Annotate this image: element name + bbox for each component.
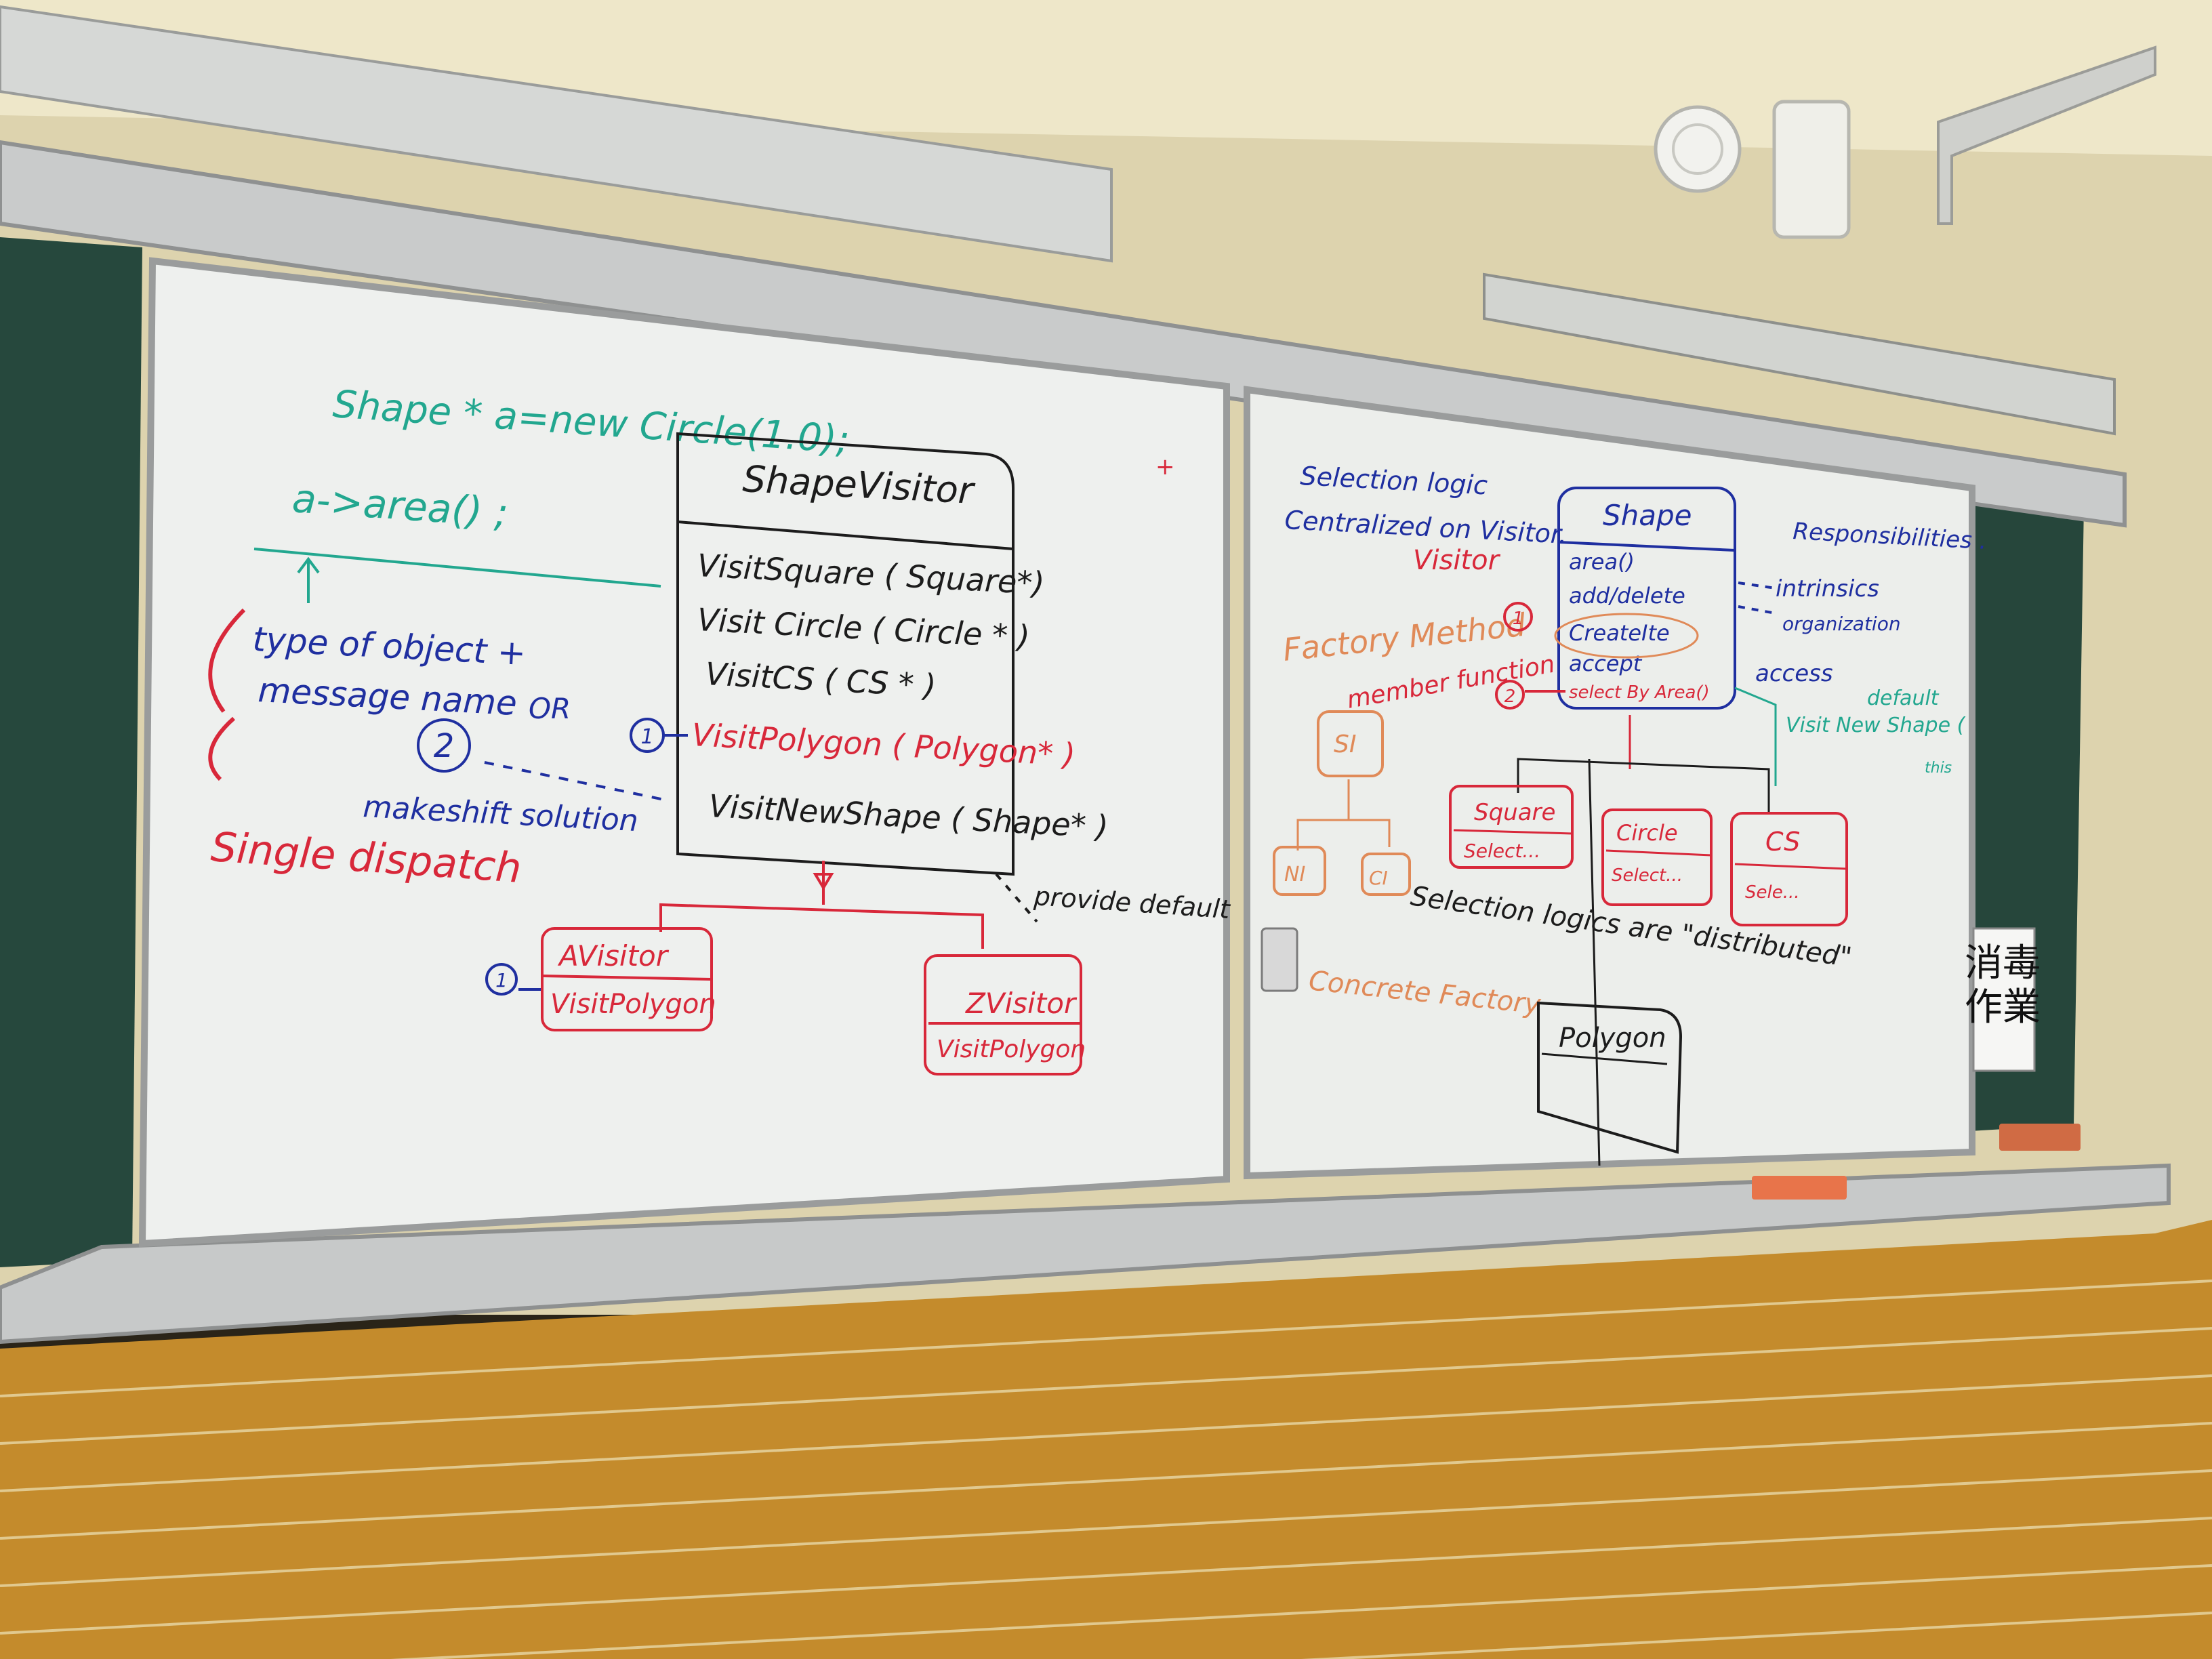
ci-box	[1361, 853, 1411, 896]
polygon-box	[1537, 1001, 1683, 1154]
svg-text:1: 1	[1513, 609, 1524, 629]
shape-method-select-by-area: select By Area()	[1569, 682, 1710, 703]
shape-visitor-box	[676, 432, 1015, 876]
circle-title: Circle	[1616, 820, 1678, 846]
zvisitor-method: VisitPolygon	[937, 1036, 1086, 1063]
poster	[1972, 927, 2036, 1072]
shape-method-add-delete: add/delete	[1569, 583, 1685, 609]
brick-mortar	[0, 1279, 2212, 1659]
sensor-box	[1772, 100, 1851, 239]
projector-mount	[1937, 45, 2156, 225]
svg-text:1: 1	[640, 725, 653, 749]
cs-title: CS	[1765, 827, 1800, 857]
whiteboard-right	[1244, 386, 1975, 1180]
visitor-label: Visitor	[1413, 545, 1501, 576]
shape-box	[1557, 487, 1736, 710]
si-label: SI	[1334, 731, 1356, 758]
circle-2	[1495, 680, 1525, 710]
circle-1b	[485, 963, 518, 996]
avisitor-title: AVisitor	[557, 939, 670, 972]
default: default	[1867, 687, 1940, 710]
circle-1a	[630, 718, 665, 753]
si-box	[1317, 710, 1384, 777]
svg-text:2: 2	[434, 727, 455, 765]
eraser-holder	[1261, 927, 1298, 992]
speaker	[1654, 105, 1742, 193]
circle-box	[1601, 808, 1713, 906]
circle-2	[417, 718, 471, 773]
note-or: OR	[529, 692, 571, 725]
poster-line1: 消毒	[1965, 941, 2041, 985]
intrinsics: intrinsics	[1776, 575, 1879, 602]
avisitor-method: VisitPolygon	[550, 989, 716, 1020]
organization: organization	[1782, 613, 1901, 635]
cs-method: Sele...	[1745, 882, 1800, 903]
red-paren-1	[208, 608, 246, 713]
access: access	[1755, 660, 1833, 687]
light-fixture-left	[0, 5, 1113, 263]
code-underline	[253, 548, 661, 588]
svg-text:1: 1	[495, 969, 508, 991]
brick-wall	[0, 1220, 2212, 1659]
eraser	[1752, 1176, 1847, 1200]
board-frame-top	[0, 140, 2127, 528]
red-paren-2	[208, 716, 235, 781]
ci-label: CI	[1369, 867, 1388, 889]
this: this	[1925, 760, 1952, 777]
poster-line2: 作業	[1965, 985, 2041, 1029]
circle-1	[1503, 602, 1533, 632]
zvisitor-box	[924, 954, 1082, 1076]
square-method: Select...	[1464, 840, 1540, 862]
zvisitor-title: ZVisitor	[965, 987, 1078, 1020]
light-fixture-right	[1483, 272, 2116, 436]
ni-box	[1273, 846, 1326, 896]
eraser	[1999, 1124, 2081, 1151]
circle-method: Select...	[1612, 865, 1683, 886]
svg-text:2: 2	[1504, 687, 1516, 707]
square-title: Square	[1474, 799, 1555, 826]
square-box	[1449, 785, 1574, 869]
shape-title: Shape	[1603, 499, 1692, 532]
ni-label: NI	[1284, 863, 1305, 886]
shape-method-accept: accept	[1569, 651, 1643, 676]
corner-mark: +	[1155, 453, 1175, 480]
polygon-title: Polygon	[1559, 1023, 1666, 1054]
cs-box	[1730, 812, 1848, 926]
whiteboard-left	[138, 257, 1230, 1248]
chalkboard-left	[0, 237, 142, 1267]
visit-new-shape: Visit New Shape (	[1786, 714, 1966, 737]
shape-method-create-iterator: CreateIte	[1569, 620, 1670, 646]
shape-method-area: area()	[1569, 549, 1635, 575]
